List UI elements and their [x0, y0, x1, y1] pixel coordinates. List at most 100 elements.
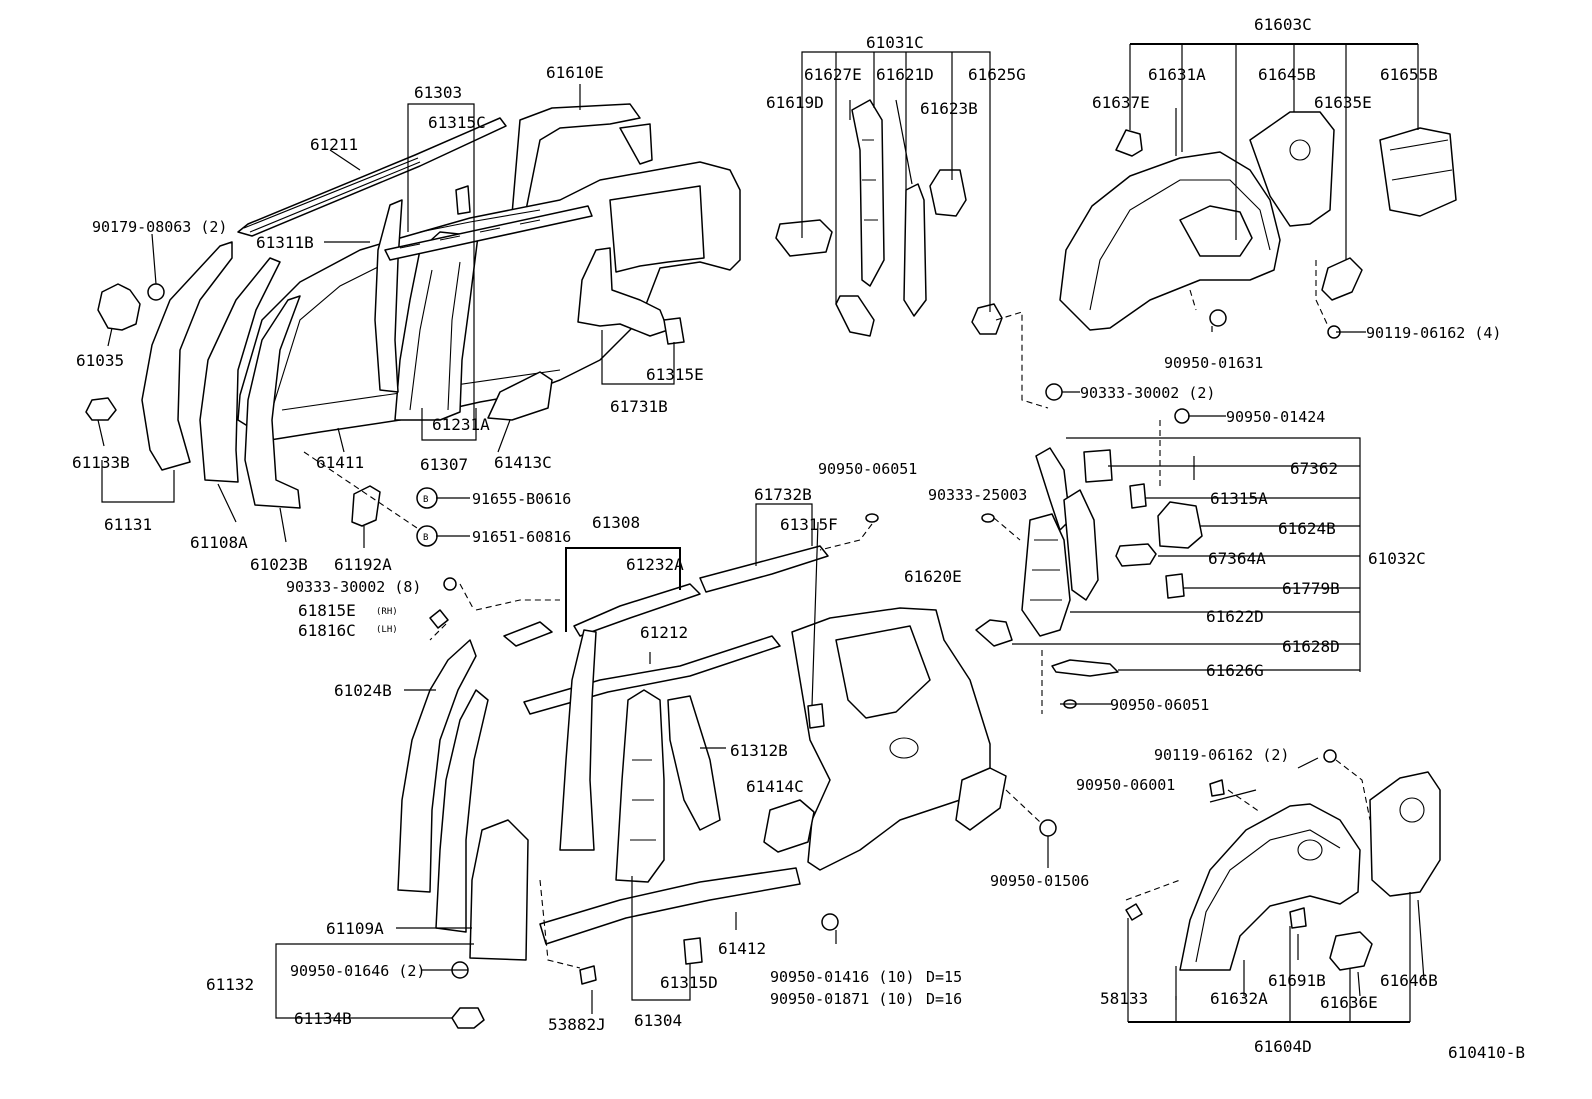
panel-67362: [1083, 449, 1113, 483]
wheelhouse-61632A-hole: [1297, 839, 1323, 861]
label-91651-60816: 91651-60816: [472, 528, 571, 546]
inner-pillar-61308: [559, 629, 597, 851]
clip-58133: [1125, 903, 1143, 921]
label-61621D: 61621D: [876, 65, 934, 84]
rear-window-opening: [609, 185, 705, 273]
dashed-d: [993, 517, 1021, 541]
cap-61134B: [451, 1007, 485, 1029]
reinforcement-61312B: [667, 695, 721, 831]
label-61626G: 61626G: [1206, 661, 1264, 680]
label-61413C: 61413C: [494, 453, 552, 472]
bracket-61731B: [601, 330, 675, 385]
leaders: [97, 84, 1425, 1014]
label-61307: 61307: [420, 455, 468, 474]
bracket-61732B: [755, 503, 813, 566]
label-61622D: 61622D: [1206, 607, 1264, 626]
label-90950-06051-b: 90950-06051: [1110, 696, 1209, 714]
dashed-i: [1125, 879, 1181, 901]
label-58133: 58133: [1100, 989, 1148, 1008]
pillar-61622D-ribs: [1030, 539, 1062, 601]
plate-90950-06001: [1209, 779, 1225, 797]
rear-pillar-61731B: [577, 247, 669, 337]
panel-61624B: [1157, 501, 1203, 549]
roof-inner-61232A: [573, 583, 701, 637]
plate-61315D: [683, 937, 703, 965]
label-61192A: 61192A: [334, 555, 392, 574]
label-61212: 61212: [640, 623, 688, 642]
pillar-61622D: [1021, 513, 1071, 637]
bracket-61132: [275, 943, 474, 1019]
label-61637E: 61637E: [1092, 93, 1150, 112]
part-labels: 61610E 61303 61315C 61211 90179-08063 (2…: [72, 15, 1525, 1062]
roof-reinforcement-61303: [384, 205, 593, 261]
label-90333-30002-8: 90333-30002 (8): [286, 578, 421, 596]
bracket-61619D: [775, 219, 833, 257]
center-pillar-inner: [409, 261, 461, 411]
box-61655B-inner: [1389, 139, 1453, 181]
bracket-61192A: [351, 485, 381, 527]
rear-panel-61620E: [791, 607, 991, 871]
label-61315D: 61315D: [660, 973, 718, 992]
dashed-l: [303, 451, 421, 531]
label-61315A: 61315A: [1210, 489, 1268, 508]
bracket-67364A: [1115, 543, 1157, 567]
bracket-61627E-lower: [835, 295, 875, 337]
pillar-61627E: [851, 99, 885, 287]
label-61315E: 61315E: [646, 365, 704, 384]
label-61232A: 61232A: [626, 555, 684, 574]
dashed-j: [1335, 759, 1371, 821]
dashed-b: [819, 523, 873, 551]
panel-61645B-hole: [1289, 139, 1311, 161]
label-61231A: 61231A: [432, 415, 490, 434]
wheelhouse-61632A: [1179, 803, 1361, 971]
label-61632A: 61632A: [1210, 989, 1268, 1008]
label-61636E: 61636E: [1320, 993, 1378, 1012]
clip-61035: [97, 283, 141, 331]
panel-61623B: [929, 169, 967, 217]
bracket-61628D-lower: [975, 619, 1013, 647]
label-53882J: 53882J: [548, 1015, 606, 1034]
label-61304: 61304: [634, 1011, 682, 1030]
fuel-door-recess: [889, 737, 919, 759]
panel-61645B: [1249, 111, 1335, 227]
panel-61414C: [763, 799, 815, 853]
clip-90950-01506: [1039, 819, 1057, 837]
bracket-61131: [101, 460, 175, 503]
circle-b-letter-1: B: [423, 495, 428, 505]
bracket-61032C: [1012, 437, 1361, 672]
label-61627E: 61627E: [804, 65, 862, 84]
bracket-61635E: [1321, 257, 1363, 301]
bracket-61031C: [801, 51, 991, 312]
label-61620E: 61620E: [904, 567, 962, 586]
diagram-id: 610410-B: [1448, 1043, 1525, 1062]
label-90950-01506: 90950-01506: [990, 872, 1089, 890]
roof-inner-61732B: [699, 545, 829, 593]
pillar-61023B: [244, 295, 301, 509]
plate-61315E: [663, 317, 685, 345]
bracket-61304: [631, 876, 691, 1001]
label-61623B: 61623B: [920, 99, 978, 118]
dashed-h: [1227, 789, 1261, 813]
pillar-61109A: [435, 689, 489, 933]
panel-61646B: [1369, 771, 1441, 897]
label-61031C: 61031C: [866, 33, 924, 52]
label-67362: 67362: [1290, 459, 1338, 478]
clip-90333-25003: [981, 513, 995, 523]
label-90950-06051-a: 90950-06051: [818, 460, 917, 478]
label-61624B: 61624B: [1278, 519, 1336, 538]
plug-90950-01424: [1174, 408, 1190, 424]
plate-61315C: [455, 185, 471, 215]
rocker-61412: [539, 867, 801, 945]
label-61414C: 61414C: [746, 777, 804, 796]
roof-rail-inner: [243, 157, 421, 233]
label-61815E: 61815E: [298, 601, 356, 620]
label-61816C-lh: (LH): [376, 625, 398, 635]
bracket-61637E: [1115, 129, 1143, 157]
panel-61646B-hole: [1399, 797, 1425, 823]
label-61603C: 61603C: [1254, 15, 1312, 34]
label-90950-01416: 90950-01416 (10): [770, 968, 915, 986]
inner-pillar: [1063, 489, 1099, 601]
pillar-61627E-inner: [862, 139, 878, 221]
wheelhouse-61631A: [1059, 151, 1281, 331]
